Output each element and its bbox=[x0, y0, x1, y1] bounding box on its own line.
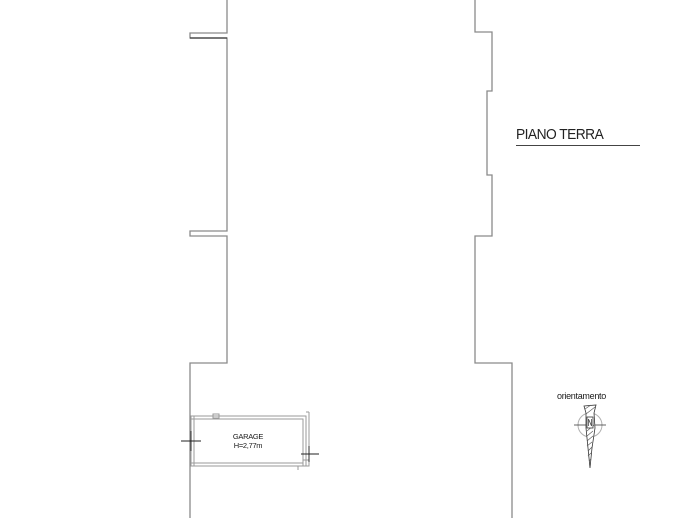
room-height: H=2,77m bbox=[233, 441, 263, 450]
left-wall bbox=[189, 0, 228, 518]
section-cross-markers bbox=[181, 431, 319, 462]
north-arrow-compass-icon bbox=[574, 404, 606, 469]
orientation-label: orientamento bbox=[557, 391, 606, 401]
garage-room-label: GARAGE H=2,77m bbox=[227, 432, 269, 450]
right-wall bbox=[474, 0, 513, 518]
floor-title-underline bbox=[516, 145, 640, 146]
floor-title: PIANO TERRA bbox=[516, 126, 604, 143]
room-name: GARAGE bbox=[232, 432, 264, 441]
